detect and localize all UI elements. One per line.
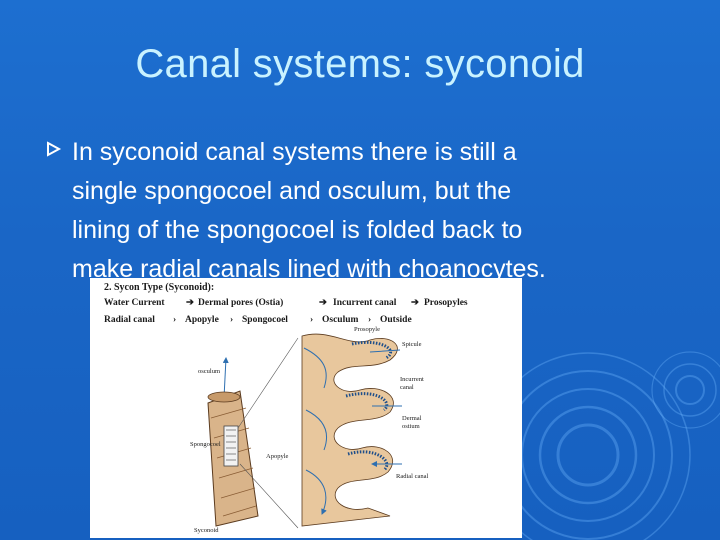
flow-step: Apopyle [185, 315, 219, 325]
slide-title: Canal systems: syconoid [135, 42, 585, 86]
flow-arrow: ➔ [319, 298, 328, 308]
flow-step: Prosopyles [424, 298, 468, 308]
label-incurrent-2: canal [400, 384, 414, 391]
figure-heading: 2. Sycon Type (Syconoid): [104, 282, 214, 293]
flow-arrow: › [230, 315, 233, 325]
bullet-text: In syconoid canal systems there is still… [72, 133, 702, 289]
syconoid-figure: 2. Sycon Type (Syconoid): Water Current … [90, 278, 522, 538]
sponge-body-illustration [207, 357, 259, 527]
flow-step: Outside [380, 315, 412, 325]
flow-arrow: ➔ [411, 298, 420, 308]
label-syconoid: Syconoid [194, 527, 219, 534]
bullet-line: single spongocoel and osculum, but the [72, 177, 512, 205]
label-incurrent: Incurrent [400, 376, 424, 383]
flow-step: Radial canal [104, 315, 155, 325]
flow-arrow: › [368, 315, 371, 325]
label-radial-canal: Radial canal [396, 473, 428, 480]
flow-arrow: ➔ [186, 298, 195, 308]
label-apopyle: Apopyle [266, 453, 289, 460]
label-spongocoel: Spongocoel [190, 441, 221, 448]
bullet-line: lining of the spongocoel is folded back … [72, 216, 523, 244]
label-prosopyle: Prosopyle [354, 326, 380, 333]
flow-arrow: › [310, 315, 313, 325]
flow-arrow: › [173, 315, 176, 325]
label-osculum: osculum [198, 368, 220, 375]
bullet-arrow-icon [46, 141, 62, 162]
label-dermal: Dermal [402, 415, 422, 422]
flow-step: Osculum [322, 315, 359, 325]
label-spicule: Spicule [402, 341, 422, 348]
flow-step: Spongocoel [242, 315, 288, 325]
canal-wall-illustration [301, 333, 402, 527]
flow-step: Dermal pores (Ostia) [198, 297, 283, 308]
flow-step: Incurrent canal [333, 298, 397, 308]
flow-step: Water Current [104, 298, 165, 308]
label-dermal-2: ostium [402, 423, 420, 430]
bullet-line: In syconoid canal systems there is still… [72, 138, 517, 166]
